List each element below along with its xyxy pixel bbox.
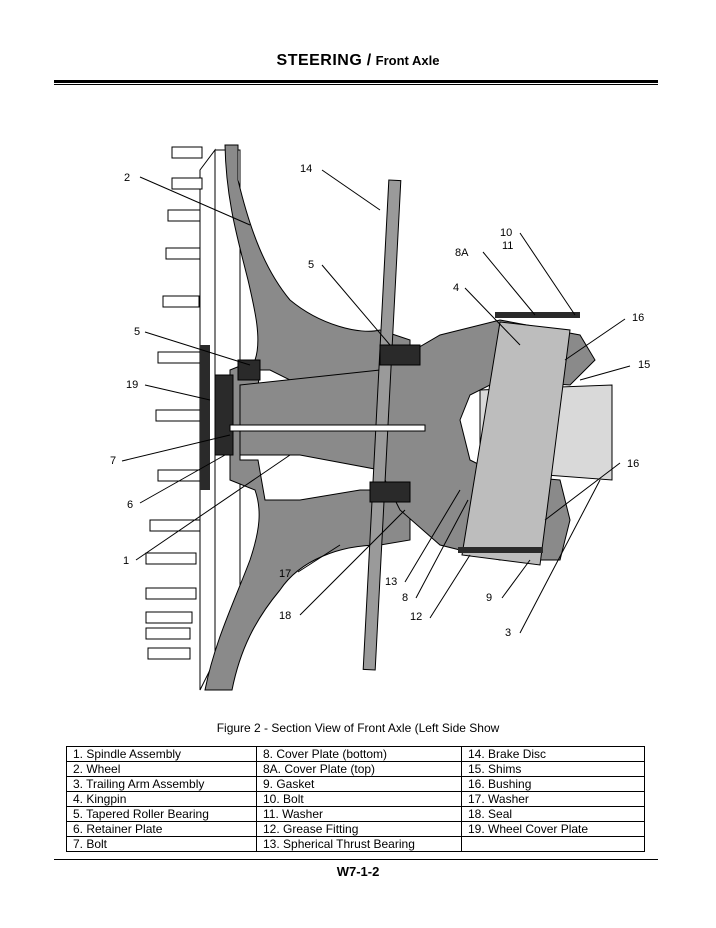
legend-cell xyxy=(461,836,645,852)
kingpin xyxy=(461,321,571,566)
callout-16-top: 16 xyxy=(632,312,644,324)
callout-15: 15 xyxy=(638,359,650,371)
callout-9: 9 xyxy=(486,592,492,604)
callout-17: 17 xyxy=(279,568,291,580)
legend-cell: 3. Trailing Arm Assembly xyxy=(66,776,257,792)
callout-19: 19 xyxy=(126,379,138,391)
header-rule xyxy=(54,80,658,83)
callout-2: 2 xyxy=(124,172,130,184)
callout-3: 3 xyxy=(505,627,511,639)
legend-cell: 8A. Cover Plate (top) xyxy=(256,761,462,777)
page-number: W7-1-2 xyxy=(336,864,380,879)
front-axle-section-diagram: 2 14 10 11 8A 4 16 15 5 5 19 7 6 1 16 17… xyxy=(110,144,650,691)
callout-7: 7 xyxy=(110,455,116,467)
legend-cell: 8. Cover Plate (bottom) xyxy=(256,746,462,762)
header-rule-thin xyxy=(54,84,658,85)
callout-5-lower: 5 xyxy=(134,326,140,338)
subsection-title: Front Axle xyxy=(375,53,440,68)
callout-11: 11 xyxy=(502,240,513,252)
legend-cell: 7. Bolt xyxy=(66,836,257,852)
callout-5-upper: 5 xyxy=(308,259,314,271)
legend-cell: 5. Tapered Roller Bearing xyxy=(66,806,257,822)
legend-cell: 16. Bushing xyxy=(461,776,645,792)
legend-cell: 13. Spherical Thrust Bearing xyxy=(256,836,462,852)
legend-cell: 9. Gasket xyxy=(256,776,462,792)
callout-16-bottom: 16 xyxy=(627,458,639,470)
callout-1: 1 xyxy=(123,555,129,567)
wheel-studs xyxy=(145,146,203,660)
callout-10: 10 xyxy=(500,227,512,239)
callout-8: 8 xyxy=(402,592,408,604)
title-separator: / xyxy=(366,52,372,69)
legend-cell: 17. Washer xyxy=(461,791,645,807)
callout-6: 6 xyxy=(127,499,133,511)
callout-8a: 8A xyxy=(455,247,469,259)
legend-cell: 11. Washer xyxy=(256,806,462,822)
legend-cell: 10. Bolt xyxy=(256,791,462,807)
page-header: STEERING / Front Axle xyxy=(0,52,716,70)
legend-cell: 4. Kingpin xyxy=(66,791,257,807)
legend-cell: 15. Shims xyxy=(461,761,645,777)
legend-cell: 14. Brake Disc xyxy=(461,746,645,762)
legend-cell: 19. Wheel Cover Plate xyxy=(461,821,645,837)
legend-cell: 2. Wheel xyxy=(66,761,257,777)
legend-cell: 18. Seal xyxy=(461,806,645,822)
footer-rule xyxy=(54,859,658,860)
figure-caption: Figure 2 - Section View of Front Axle (L… xyxy=(216,721,500,735)
legend-cell: 12. Grease Fitting xyxy=(256,821,462,837)
spindle-bolt xyxy=(229,424,426,432)
legend-cell: 6. Retainer Plate xyxy=(66,821,257,837)
callout-18: 18 xyxy=(279,610,291,622)
callout-12: 12 xyxy=(410,611,422,623)
legend-cell: 1. Spindle Assembly xyxy=(66,746,257,762)
callout-4: 4 xyxy=(453,282,459,294)
section-title: STEERING xyxy=(276,52,363,69)
retainer-plate xyxy=(200,345,210,490)
callout-14: 14 xyxy=(300,163,312,175)
callout-13: 13 xyxy=(385,576,397,588)
wheel-hub xyxy=(204,144,411,691)
